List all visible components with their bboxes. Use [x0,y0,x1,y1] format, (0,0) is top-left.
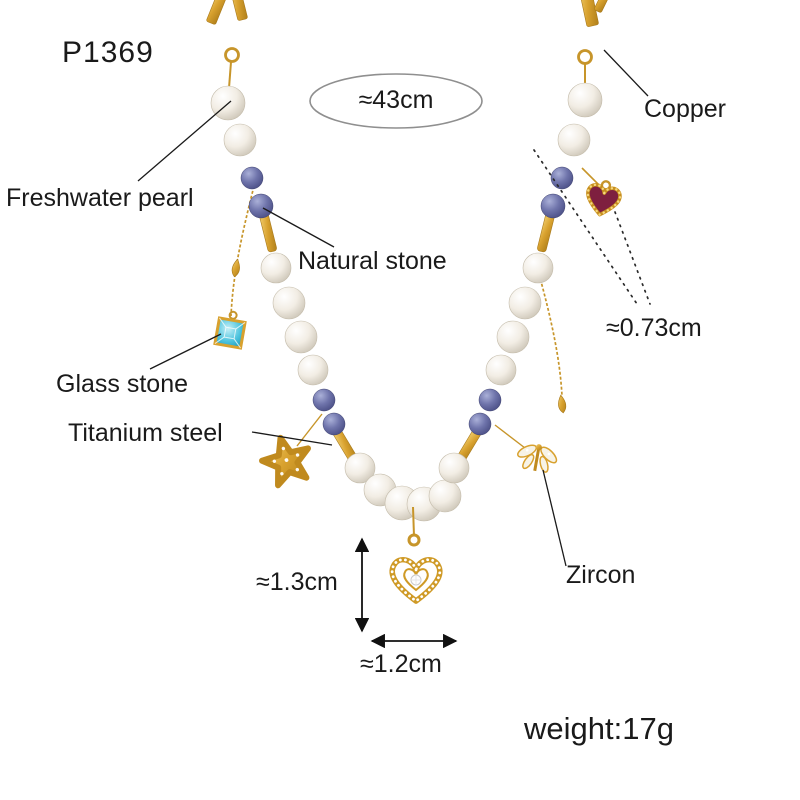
zircon-dragonfly-charm [494,424,558,473]
clasp-right [577,0,615,86]
product-weight: weight:17g [524,711,674,746]
measurement-heart-charm: ≈0.73cm [606,314,702,342]
product-code: P1369 [62,36,154,69]
measurement-chain-length: ≈43cm [358,86,434,114]
natural-stone-beads [240,166,574,436]
titanium-steel-bars [259,211,555,466]
dangle-chain-right [538,273,563,397]
label-zircon: Zircon [566,561,636,589]
center-heart-pendant [389,506,443,604]
label-copper: Copper [644,95,726,123]
glass-stone-charm [213,310,247,350]
freshwater-pearls [210,82,603,522]
garnet-heart-charm [581,167,622,217]
gold-teardrop-charm-right [558,394,567,414]
size-arrows [354,537,458,649]
clasp-left [206,0,248,89]
starfish-charm [259,413,323,489]
measurement-pendant-height: ≈1.3cm [256,568,338,596]
length-oval [309,73,483,129]
label-glass-stone: Glass stone [56,370,189,398]
gold-teardrop-charm-left [231,258,240,278]
dotted-measure-lines [533,149,651,305]
dangle-chain-left [230,185,255,317]
label-natural-stone: Natural stone [298,247,447,275]
annotation-lines [137,49,649,567]
label-titanium-steel: Titanium steel [68,419,223,447]
measurement-pendant-width: ≈1.2cm [360,650,442,678]
label-freshwater-pearl: Freshwater pearl [6,184,194,212]
